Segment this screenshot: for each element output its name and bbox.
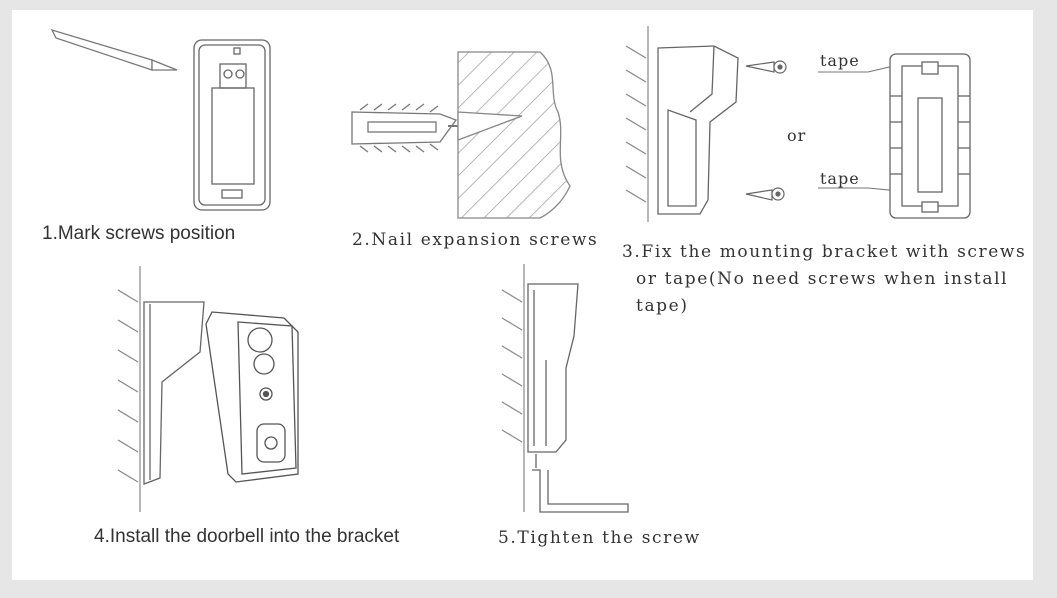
step-2-caption: 2.Nail expansion screws [352,230,599,250]
doorbell-device [205,311,299,483]
pencil-icon [50,28,178,71]
tape-label-bottom: tape [820,169,860,188]
screw-icon-bottom [745,187,785,201]
bracket-back-3 [889,53,971,219]
step-1-caption: 1.Mark screws position [42,223,236,244]
step-5-caption: 5.Tighten the screw [498,528,701,548]
or-label: or [787,126,807,145]
step-3-caption-line-3: tape) [622,296,689,316]
wall-lines-3 [625,26,649,222]
screw-icon-top [745,60,787,74]
hex-key-icon [532,454,629,513]
mounting-plate [193,39,271,211]
wall-lines-4 [117,266,141,512]
bracket-side-3 [657,45,739,215]
step-3-caption-line-1: 3.Fix the mounting bracket with screws [622,242,1027,262]
hatched-wall [457,51,571,219]
mounted-doorbell-side [527,283,579,453]
wall-lines-5 [501,264,525,512]
tape-label-top: tape [820,51,860,70]
bracket-side-4 [143,301,205,485]
step-3-caption-line-2: or tape(No need screws when install [622,269,1009,289]
step-4-caption: 4.Install the doorbell into the bracket [94,526,400,547]
